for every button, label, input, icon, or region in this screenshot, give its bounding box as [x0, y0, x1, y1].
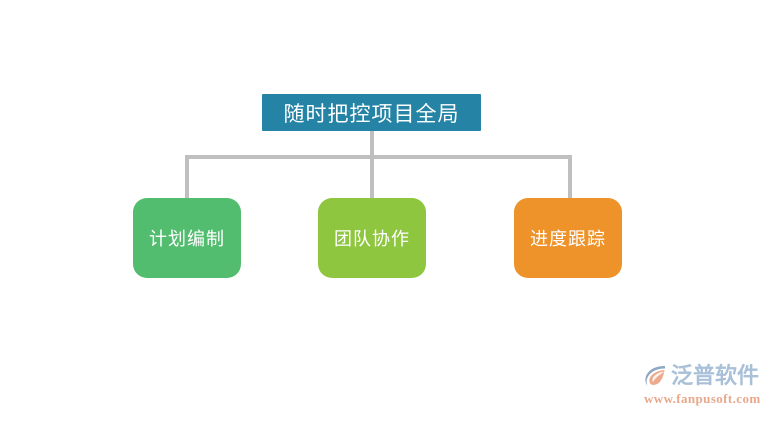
node-child-plan-label: 计划编制	[149, 229, 225, 249]
node-child-track: 进度跟踪	[514, 198, 622, 278]
watermark-url-text: www.fanpusoft.com	[644, 391, 761, 406]
node-root: 随时把控项目全局	[262, 94, 481, 131]
node-child-team-label: 团队协作	[334, 229, 410, 249]
connector-branch-right	[568, 155, 572, 200]
connector-branch-left	[185, 155, 189, 200]
node-child-track-label: 进度跟踪	[530, 229, 606, 249]
connector-branch-middle	[370, 155, 374, 200]
connector-horizontal-bus	[185, 155, 572, 159]
watermark-brand-row: 泛普软件	[642, 362, 759, 390]
node-child-team: 团队协作	[318, 198, 426, 278]
watermark: 泛普软件 www.fanpusoft.com	[642, 362, 770, 408]
connector-root-trunk	[370, 130, 374, 158]
node-root-label: 随时把控项目全局	[283, 102, 460, 126]
fanpu-swoosh-logo-icon	[642, 363, 668, 389]
node-child-plan: 计划编制	[133, 198, 241, 278]
watermark-brand-text: 泛普软件	[671, 363, 760, 388]
